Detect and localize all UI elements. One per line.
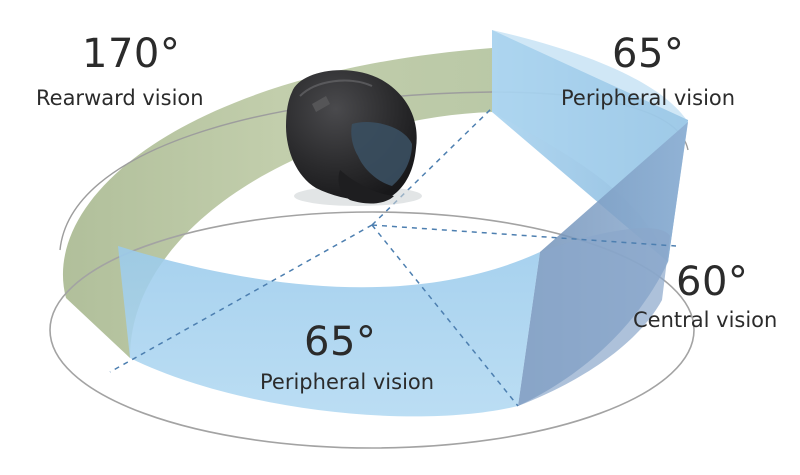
- divider-line-rear-right: [371, 107, 493, 226]
- central-caption-label: Central vision: [633, 308, 778, 332]
- motorcycle-helmet-icon: [286, 70, 422, 206]
- central-band-face: [518, 228, 670, 406]
- helmet-vent: [312, 96, 330, 112]
- ring-floor-outline: [49, 211, 695, 449]
- peripheral-front-caption-label: Peripheral vision: [260, 370, 435, 394]
- rearward-caption-label: Rearward vision: [36, 86, 204, 110]
- helmet-visor: [351, 122, 412, 186]
- divider-line-front-rear: [109, 224, 373, 373]
- peripheral-front-degrees-label: 65°: [304, 319, 377, 365]
- sector-divider-lines: [109, 107, 677, 407]
- peripheral-right-degrees-label: 65°: [612, 31, 685, 77]
- helmet-highlight: [299, 79, 373, 97]
- central-degrees-label: 60°: [676, 259, 749, 305]
- helmet-chin: [338, 170, 394, 204]
- divider-line-right-central: [371, 224, 677, 247]
- peripheral-front-band: [118, 246, 540, 417]
- divider-line-central-front: [371, 224, 519, 407]
- rearward-degrees-label: 170°: [82, 31, 181, 77]
- peripheral-right-caption-label: Peripheral vision: [561, 86, 736, 110]
